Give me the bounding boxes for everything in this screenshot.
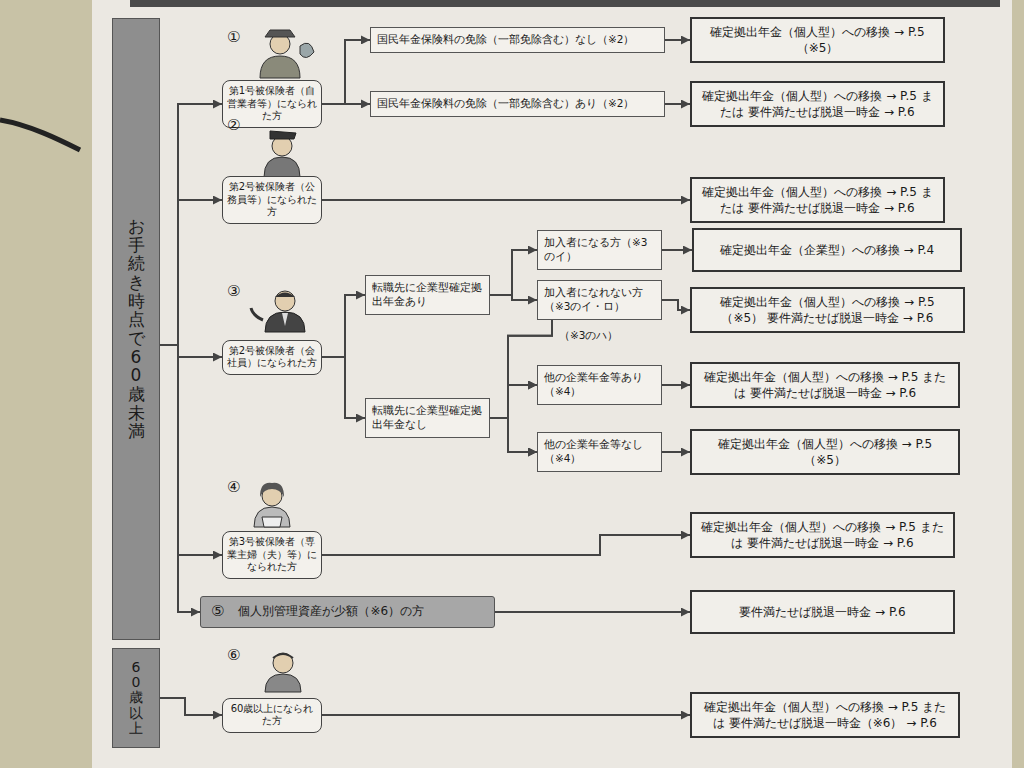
- condition-box: 加入者になる方（※3のイ）: [537, 230, 662, 269]
- box-text: 加入者になる方（※3のイ）: [544, 236, 655, 263]
- flow-arrow: [662, 451, 690, 453]
- category-box: ⑥60歳以上になられた方: [222, 698, 322, 733]
- civil-servant-figure: [264, 131, 300, 177]
- box-text: 他の企業年金等なし（※4）: [544, 438, 655, 465]
- box-text: 確定拠出年金（個人型）への移換 → P.5 または 要件満たせば脱退一時金（※6…: [700, 699, 950, 731]
- box-text: 要件満たせば脱退一時金 → P.6: [739, 604, 906, 620]
- result-box: 要件満たせば脱退一時金 → P.6: [690, 590, 955, 634]
- flow-arrow: [322, 103, 370, 105]
- box-text: 確定拠出年金（企業型）への移換 → P.4: [720, 242, 935, 258]
- condition-box: 他の企業年金等なし（※4）: [537, 432, 662, 471]
- result-box: 確定拠出年金（個人型）への移換 → P.5 または 要件満たせば脱退一時金（※6…: [690, 692, 960, 738]
- box-text: 確定拠出年金（個人型）への移換 → P.5（※5）: [700, 24, 935, 56]
- flow-arrow: [322, 295, 365, 357]
- flow-arrow: [662, 384, 690, 386]
- edge-label: （※3のハ）: [557, 329, 620, 342]
- box-text: 個人別管理資産が少額（※6）の方: [238, 604, 424, 620]
- result-box: 確定拠出年金（個人型）への移換 → P.5 または 要件満たせば脱退一時金 → …: [690, 362, 960, 408]
- box-text: 他の企業年金等あり（※4）: [544, 371, 655, 398]
- cable: [0, 120, 80, 150]
- callout-number: ③: [227, 284, 240, 299]
- box-text: 確定拠出年金（個人型）への移換 → P.5 または 要件満たせば脱退一時金 → …: [700, 519, 945, 551]
- box-text: 転職先に企業型確定拠出年金なし: [372, 404, 483, 431]
- senior-figure: [265, 653, 301, 692]
- result-box: 確定拠出年金（個人型）への移換 → P.5（※5）: [690, 17, 945, 63]
- flow-arrow: [160, 104, 222, 345]
- callout-number: ⑥: [227, 648, 240, 663]
- result-box: 確定拠出年金（個人型）への移換 → P.5 または 要件満たせば脱退一時金 → …: [690, 512, 955, 558]
- flow-arrow: [495, 611, 690, 613]
- flow-arrow: [662, 300, 690, 310]
- condition-box: 国民年金保険料の免除（一部免除含む）なし（※2）: [370, 27, 665, 53]
- flow-arrow: [490, 295, 537, 300]
- office-worker-figure: [251, 291, 305, 332]
- condition-box: 国民年金保険料の免除（一部免除含む）あり（※2）: [370, 91, 665, 117]
- category-box: ③第2号被保険者（会社員）になられた方: [222, 340, 322, 375]
- condition-box: 転職先に企業型確定拠出年金なし: [365, 398, 490, 437]
- flow-arrow: [322, 535, 690, 555]
- box-text: 60歳以上: [129, 660, 143, 737]
- shaded-box: ⑤ 個人別管理資産が少額（※6）の方: [200, 596, 495, 628]
- flow-arrow: [665, 103, 690, 105]
- age-band: お手続き時点で60歳未満: [112, 18, 160, 640]
- result-box: 確定拠出年金（個人型）への移換 → P.5（※5） 要件満たせば脱退一時金 → …: [690, 287, 965, 333]
- flow-arrow: [322, 199, 690, 201]
- box-text: 第2号被保険者（公務員等）になられた方: [227, 181, 317, 219]
- box-text: お手続き時点で60歳未満: [128, 217, 145, 441]
- callout-number: ⑤: [211, 602, 224, 622]
- box-text: 転職先に企業型確定拠出年金あり: [372, 281, 483, 308]
- box-text: 第3号被保険者（専業主婦（夫）等）になられた方: [227, 536, 317, 574]
- callout-number: ④: [227, 480, 240, 495]
- box-text: 確定拠出年金（個人型）への移換 → P.5 または 要件満たせば脱退一時金 → …: [700, 88, 935, 120]
- callout-number: ②: [227, 118, 240, 133]
- result-box: 確定拠出年金（個人型）への移換 → P.5（※5）: [690, 429, 960, 475]
- box-text: 確定拠出年金（個人型）への移換 → P.5（※5） 要件満たせば脱退一時金 → …: [700, 294, 955, 326]
- box-text: 国民年金保険料の免除（一部免除含む）なし（※2）: [377, 33, 658, 47]
- flow-arrow: [490, 385, 537, 418]
- result-box: 確定拠出年金（個人型）への移換 → P.5 または 要件満たせば脱退一時金 → …: [690, 177, 945, 223]
- box-text: 確定拠出年金（個人型）への移換 → P.5 または 要件満たせば脱退一時金 → …: [700, 184, 935, 216]
- paper-sheet: [92, 0, 1012, 768]
- box-text: 第1号被保険者（自営業者等）になられた方: [227, 85, 317, 123]
- flow-arrow: [490, 250, 537, 295]
- category-box: ②第2号被保険者（公務員等）になられた方: [222, 176, 322, 224]
- flow-arrow: [160, 345, 200, 612]
- flow-arrow: [322, 40, 370, 104]
- flow-arrow: [662, 249, 692, 251]
- condition-box: 加入者になれない方（※3のイ・ロ）: [537, 280, 662, 319]
- result-box: 確定拠出年金（個人型）への移換 → P.5 または 要件満たせば脱退一時金 → …: [690, 81, 945, 127]
- category-box: ④第3号被保険者（専業主婦（夫）等）になられた方: [222, 531, 322, 579]
- condition-box: 他の企業年金等あり（※4）: [537, 365, 662, 404]
- homemaker-figure: [254, 483, 290, 527]
- header-strip: [130, 0, 1000, 7]
- box-text: 国民年金保険料の免除（一部免除含む）あり（※2）: [377, 97, 658, 111]
- age-band: 60歳以上: [112, 648, 160, 748]
- flow-arrow: [160, 200, 222, 345]
- box-text: 加入者になれない方（※3のイ・ロ）: [544, 286, 655, 313]
- self-employed-figure: [260, 30, 314, 78]
- flow-arrow: [490, 418, 537, 452]
- callout-number: ①: [227, 30, 240, 45]
- box-text: 第2号被保険者（会社員）になられた方: [227, 345, 317, 370]
- flow-arrow: [322, 714, 690, 716]
- flow-arrow: [665, 39, 690, 41]
- flow-arrow: [160, 345, 222, 555]
- box-text: 確定拠出年金（個人型）への移換 → P.5 または 要件満たせば脱退一時金 → …: [700, 369, 950, 401]
- flow-arrow: [160, 345, 222, 357]
- condition-box: 転職先に企業型確定拠出年金あり: [365, 275, 490, 314]
- result-box: 確定拠出年金（企業型）への移換 → P.4: [692, 228, 962, 272]
- box-text: 60歳以上になられた方: [227, 703, 317, 728]
- flow-arrow: [322, 357, 365, 418]
- box-text: 確定拠出年金（個人型）への移換 → P.5（※5）: [700, 436, 950, 468]
- flow-arrow: [160, 698, 222, 715]
